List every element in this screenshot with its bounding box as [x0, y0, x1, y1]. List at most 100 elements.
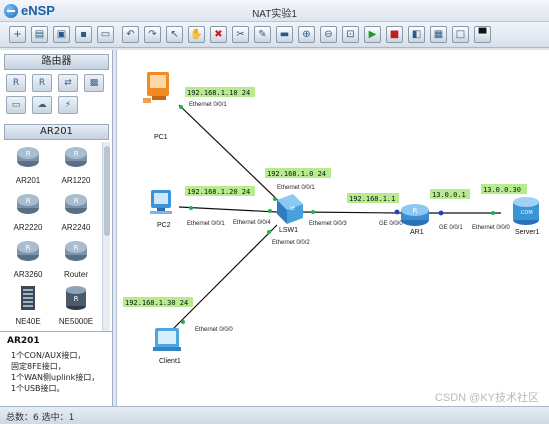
save-as-template-icon[interactable]: ▣	[53, 26, 70, 43]
port-status-dot	[267, 230, 271, 234]
topology-window-icon[interactable]: □	[452, 26, 469, 43]
device-router[interactable]: R Router	[52, 236, 100, 280]
description-line: 固定8FE接口，	[11, 362, 66, 371]
ip-label: 192.168.1.1	[347, 193, 399, 203]
ip-label: 192.168.1.30 24	[123, 297, 193, 307]
server1-device[interactable]: .COM	[513, 197, 539, 225]
device-list: R AR201 R AR1220 R AR2220 R AR224	[4, 142, 100, 372]
pc1-device[interactable]	[143, 72, 169, 103]
device-ar201[interactable]: R AR201	[4, 142, 52, 186]
port-label: Ethernet 0/0/1	[187, 221, 225, 227]
delete-link-icon[interactable]: ✂	[232, 26, 249, 43]
device-ar1220[interactable]: R AR1220	[52, 142, 100, 186]
ip-label-text: 192.168.1.0 24	[267, 170, 326, 178]
firewall-icon[interactable]: ▩	[84, 74, 104, 92]
topology-svg: ⇄ R .COM PC1	[123, 72, 540, 365]
hand-pan-icon[interactable]: ✋	[188, 26, 205, 43]
open-icon[interactable]: ▤	[31, 26, 48, 43]
device-ar2240[interactable]: R AR2240	[52, 189, 100, 233]
zoom-out-icon[interactable]: ⊖	[320, 26, 337, 43]
router-icon: R	[17, 194, 39, 214]
pc-icon[interactable]: ▭	[6, 96, 26, 114]
ar1-device[interactable]: R	[401, 204, 429, 226]
svg-text:R: R	[74, 197, 79, 205]
device-label: AR201	[15, 176, 41, 185]
node-label-pc2: PC2	[157, 222, 171, 229]
ip-label: 13.0.0.30	[481, 184, 527, 194]
app-logo-text: eNSP	[21, 3, 55, 18]
port-status-dot	[179, 105, 183, 109]
description-line: 1个USB接口。	[11, 384, 65, 393]
device-label: AR1220	[61, 176, 91, 185]
redo-icon[interactable]: ↷	[144, 26, 161, 43]
zoom-in-icon[interactable]: ⊕	[298, 26, 315, 43]
app-logo: eNSP	[4, 3, 55, 18]
lsw1-device[interactable]: ⇄	[277, 194, 303, 224]
link-pc1-lsw1[interactable]	[178, 104, 289, 211]
link-lsw1-ar1[interactable]	[300, 211, 402, 214]
cloud-icon[interactable]: ☁	[32, 96, 52, 114]
router-icon[interactable]: R	[6, 74, 26, 92]
svg-text:⇄: ⇄	[290, 205, 295, 212]
port-status-dot	[273, 197, 277, 201]
start-device-icon[interactable]: ▶	[364, 26, 381, 43]
device-ne5000e[interactable]: R NE5000E	[52, 283, 100, 327]
description-line: 1个WAN侧uplink接口，	[11, 373, 100, 382]
ip-label-text: 192.168.1.1	[349, 195, 395, 203]
new-topology-icon[interactable]: +	[9, 26, 26, 43]
port-label: GE 0/0/1	[439, 225, 463, 231]
router-icon[interactable]: R	[32, 74, 52, 92]
client1-device[interactable]	[153, 328, 181, 351]
status-text: 总数：6 选中：1	[6, 413, 75, 423]
port-label: Ethernet 0/0/0	[472, 225, 510, 231]
ip-label-text: 192.168.1.10 24	[187, 89, 250, 97]
port-status-dot	[394, 209, 400, 215]
svg-text:R: R	[26, 244, 31, 252]
delete-icon[interactable]: ✖	[210, 26, 227, 43]
fit-view-icon[interactable]: ⊡	[342, 26, 359, 43]
port-label: Ethernet 0/0/0	[195, 327, 233, 333]
print-icon[interactable]: ▭	[97, 26, 114, 43]
port-status-dot	[311, 210, 315, 214]
scrollbar-thumb[interactable]	[104, 146, 110, 236]
node-label-server1: Server1	[515, 229, 540, 236]
save-icon[interactable]: ▪	[75, 26, 92, 43]
device-label: AR2220	[13, 223, 43, 232]
pc2-device[interactable]	[150, 190, 172, 214]
link-lsw1-client1[interactable]	[168, 224, 278, 334]
port-label: Ethernet 0/0/1	[277, 185, 315, 191]
link-icon[interactable]: ⚡	[58, 96, 78, 114]
text-note-icon[interactable]: ✎	[254, 26, 271, 43]
node-label-ar1: AR1	[410, 229, 424, 236]
port-status-dot	[189, 206, 193, 210]
console-icon[interactable]: ▀	[474, 26, 491, 43]
ip-label: 192.168.1.20 24	[185, 186, 255, 196]
topology-canvas[interactable]: ⇄ R .COM PC1	[116, 50, 549, 406]
port-label: Ethernet 0/0/3	[309, 221, 347, 227]
device-list-scrollbar[interactable]	[102, 142, 110, 372]
stop-device-icon[interactable]: ■	[386, 26, 403, 43]
subcategory-header: AR201	[4, 124, 109, 140]
window-title: NAT实验1	[252, 9, 297, 20]
router-icon: R	[65, 147, 87, 167]
switch-icon[interactable]: ⇄	[58, 74, 78, 92]
device-ne40e[interactable]: NE40E	[4, 283, 52, 327]
port-label: Ethernet 0/0/1	[189, 102, 227, 108]
device-label: AR3260	[13, 270, 43, 279]
select-icon[interactable]: ↖	[166, 26, 183, 43]
watermark-text: CSDN @KY技术社区	[434, 392, 539, 404]
link-pc2-lsw1[interactable]	[178, 206, 278, 213]
rectangle-note-icon[interactable]: ▬	[276, 26, 293, 43]
ip-label-text: 13.0.0.1	[432, 191, 466, 199]
chassis-router-icon	[21, 286, 35, 310]
svg-text:.COM: .COM	[519, 210, 532, 216]
port-label: Ethernet 0/0/4	[233, 220, 271, 226]
description-title: AR201	[7, 336, 40, 346]
port-status-dot	[491, 211, 495, 215]
display-grid-icon[interactable]: ▦	[430, 26, 447, 43]
capture-icon[interactable]: ◧	[408, 26, 425, 43]
device-ar2220[interactable]: R AR2220	[4, 189, 52, 233]
undo-icon[interactable]: ↶	[122, 26, 139, 43]
device-ar3260[interactable]: R AR3260	[4, 236, 52, 280]
